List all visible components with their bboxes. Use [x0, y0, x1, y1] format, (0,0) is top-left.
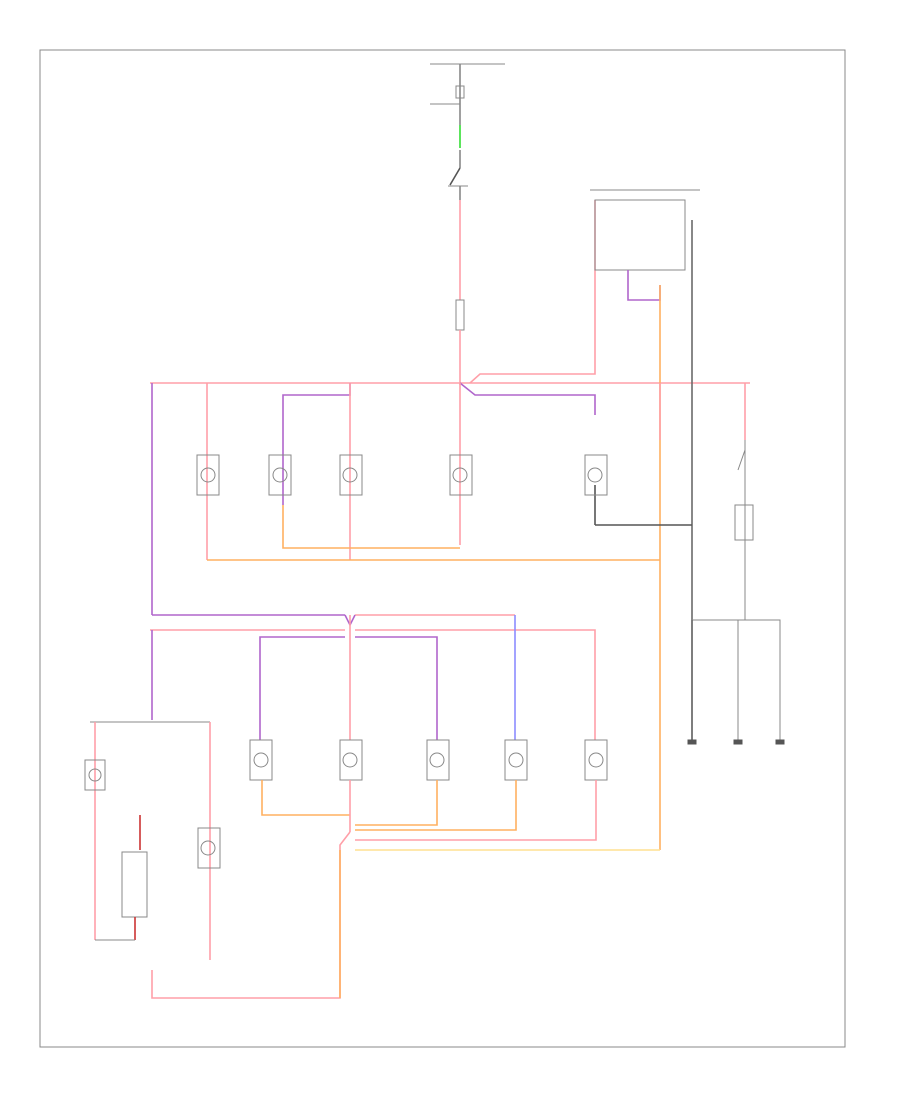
- ground-terminal-1: [687, 739, 697, 745]
- top-feed: [430, 63, 505, 385]
- middle-bus: [150, 614, 596, 740]
- radio-bulb: [268, 454, 292, 496]
- ground-terminal-3: [775, 739, 785, 745]
- lower-bulbs: [151, 739, 660, 999]
- hazard-switch-bulb: [584, 739, 608, 781]
- illumination-control-connector: [594, 199, 686, 271]
- dimmer-switch: [734, 504, 754, 541]
- cigar-lighter-bulb: [449, 454, 473, 496]
- top-bus: [150, 189, 750, 850]
- ashtray-bulb: [584, 454, 608, 496]
- ac-heater-control-bulb: [339, 739, 363, 781]
- glove-box-bulb: [197, 827, 221, 869]
- rear-defogger-switch-bulb: [426, 739, 450, 781]
- clock-bulb: [196, 454, 220, 496]
- shift-lever-bulb: [84, 759, 106, 791]
- combination-meter-bulb: [249, 739, 273, 781]
- upper-bulbs: [196, 383, 781, 740]
- diagram-border: [39, 49, 846, 1048]
- left-lower-module: [84, 721, 221, 960]
- shift-indicator-box: [121, 851, 148, 918]
- ac-heater-bulb: [339, 454, 363, 496]
- right-grounds: [687, 620, 785, 745]
- mirror-switch-bulb: [504, 739, 528, 781]
- ground-terminal-2: [733, 739, 743, 745]
